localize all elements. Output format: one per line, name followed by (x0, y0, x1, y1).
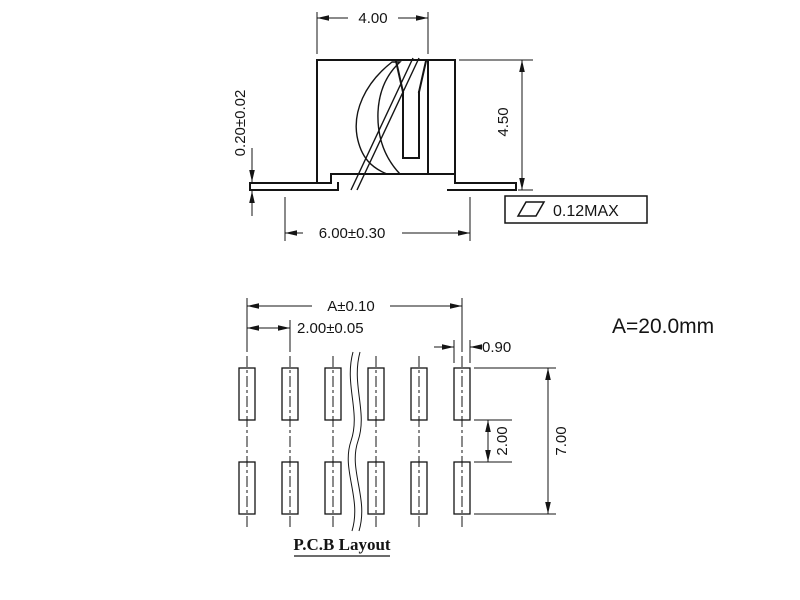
pcb-layout-view: A±0.10 2.00±0.05 0.90 2.00 (238, 298, 714, 557)
dim-overall-pitch: A±0.10 (246, 298, 463, 352)
pcb-pad (281, 461, 299, 515)
note-a-value: A=20.0mm (612, 315, 714, 338)
dim-body-height: 4.50 (459, 59, 533, 191)
break-line (354, 351, 363, 532)
dim-pattern-height-label: 7.00 (553, 426, 570, 455)
pcb-pad (453, 367, 471, 421)
dim-row-gap: 2.00 (474, 419, 512, 463)
section-hatch-core (355, 61, 402, 175)
pcb-pad (410, 461, 428, 515)
dim-lead-thickness-label: 0.20±0.02 (232, 90, 249, 157)
flatness-value-label: 0.12MAX (553, 203, 619, 220)
pcb-pad (281, 367, 299, 421)
pcb-pad (324, 461, 342, 515)
break-line (347, 351, 356, 532)
flatness-frame (504, 195, 648, 224)
dim-pad-width-label: 0.90 (482, 339, 511, 356)
pcb-pad (324, 367, 342, 421)
dim-top-width-label: 4.00 (358, 10, 387, 27)
pcb-pad (367, 367, 385, 421)
section-hatch-wall (427, 59, 456, 175)
dim-overall-width: 6.00±0.30 (284, 197, 471, 242)
dim-top-width: 4.00 (316, 10, 429, 54)
pcb-pad (410, 367, 428, 421)
flatness-symbol-icon (516, 201, 546, 217)
dim-overall-pitch-label: A±0.10 (327, 298, 374, 315)
pcb-pad (238, 461, 256, 515)
wire-line (356, 57, 420, 191)
dim-body-height-label: 4.50 (495, 107, 512, 136)
dim-pad-width: 0.90 (434, 339, 511, 363)
pcb-pad (367, 461, 385, 515)
wire-line (350, 57, 414, 191)
terminal-slot (394, 59, 405, 94)
flatness-callout: 0.12MAX (504, 195, 648, 224)
dim-row-gap-label: 2.00 (494, 426, 511, 455)
dim-overall-width-label: 6.00±0.30 (319, 225, 386, 242)
dim-pattern-height: 7.00 (474, 367, 570, 515)
dim-lead-thickness: 0.20±0.02 (232, 90, 255, 216)
pcb-layout-title: P.C.B Layout (293, 535, 390, 554)
dim-pad-pitch-label: 2.00±0.05 (297, 320, 364, 337)
terminal-slot (417, 59, 428, 94)
pcb-pad (238, 367, 256, 421)
dim-pad-pitch: 2.00±0.05 (247, 320, 364, 352)
component-cross-section (249, 57, 517, 191)
pcb-pad (453, 461, 471, 515)
